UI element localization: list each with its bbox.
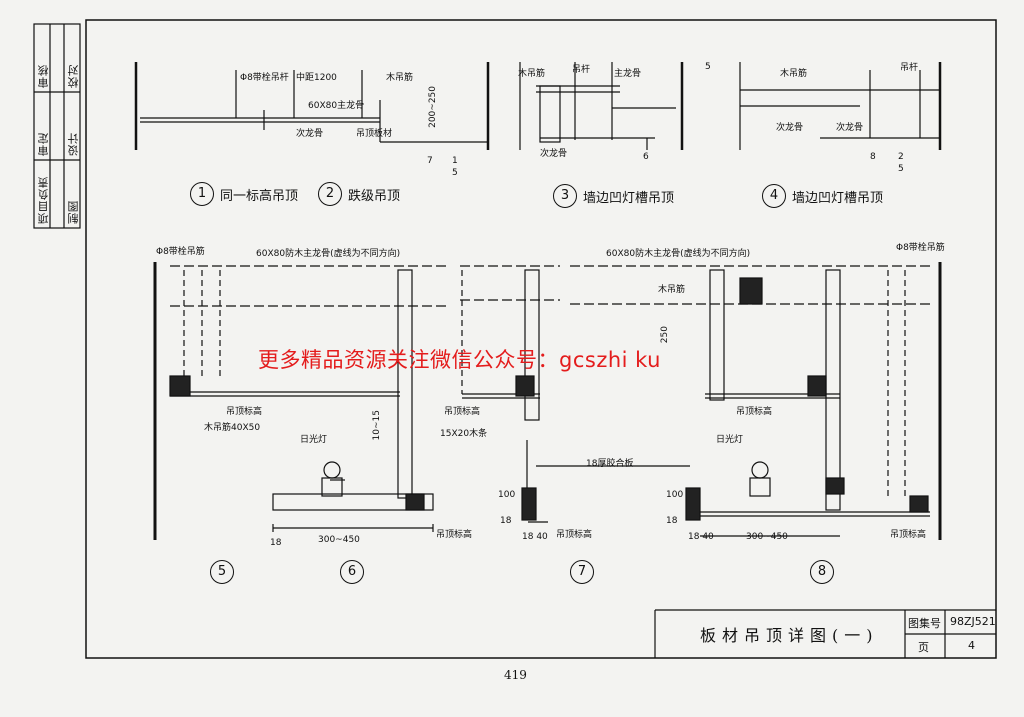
page-number: 419 [504,668,527,682]
role-label-1: 审核 [37,64,50,88]
label-main-keel: 60X80主龙骨 [308,101,365,111]
atlas-label: 图集号 [908,617,941,630]
page-value: 4 [968,639,975,652]
label-wood-hanger-4: 木吊筋 [780,69,808,79]
detail-number-1: 1 [190,182,214,206]
label-lamp-8: 日光灯 [716,435,744,445]
label-dim-18-7: 18 [500,516,512,526]
detail-number-8: 8 [810,560,834,584]
label-rod-8-left: Φ8带栓吊筋 [156,247,205,257]
role-label-3: 项目负责 [37,176,50,224]
label-plywood-18: 18厚胶合板 [586,459,634,469]
label-rod-8: Φ8带栓吊杆 [240,73,289,83]
label-dim-100-7: 100 [498,490,516,500]
label-rod-4: 吊杆 [900,63,919,73]
section-ref-8: 8 [870,152,876,162]
side-label-2: 设计 [67,132,80,156]
label-secondary-keel-4b: 次龙骨 [836,123,864,133]
label-wood-hanger-right: 木吊筋 [658,285,686,295]
label-dim-250: 250 [660,326,670,344]
label-lamp-6: 日光灯 [300,435,328,445]
label-rod-8-right: Φ8带栓吊筋 [896,243,945,253]
label-dim-300-450-8: 300~450 [746,532,788,542]
label-dim-200-250: 200~250 [428,86,438,128]
caption-detail-2: 跌级吊顶 [348,189,401,204]
label-secondary-keel-3: 次龙骨 [540,149,568,159]
label-main-keel-3: 主龙骨 [614,69,642,79]
label-ceiling-level-7: 吊顶标高 [444,407,481,417]
caption-detail-4: 墙边凹灯槽吊顶 [792,191,884,206]
label-dim-18-40-7: 18 40 [522,532,548,542]
label-dim-18-40-8: 18 40 [688,532,714,542]
section-ref-1: 1 [452,156,458,166]
label-secondary-keel: 次龙骨 [296,129,324,139]
label-ceiling-level-8a: 吊顶标高 [736,407,773,417]
label-dim-10-15: 10~15 [372,410,382,441]
detail-number-7: 7 [570,560,594,584]
atlas-value: 98ZJ521 [950,615,996,628]
label-wood-hanger-3: 木吊筋 [518,69,546,79]
section-ref-5a: 5 [452,168,458,178]
label-rod-3: 吊杆 [572,65,591,75]
caption-detail-3: 墙边凹灯槽吊顶 [583,191,675,206]
detail-number-5: 5 [210,560,234,584]
label-dim-18-8: 18 [666,516,678,526]
role-label-2: 审定 [37,132,50,156]
label-dim-300-450-6: 300~450 [318,535,360,545]
side-label-1: 校对 [67,64,80,88]
section-ref-5b: 5 [705,62,711,72]
label-strip-15x20: 15X20木条 [440,429,488,439]
label-dim-18-6: 18 [270,538,282,548]
label-spacing: 中距1200 [296,73,337,83]
section-ref-5c: 5 [898,164,904,174]
label-ceiling-board: 吊顶板材 [356,129,393,139]
label-ceiling-level-8b: 吊顶标高 [890,530,927,540]
section-ref-6: 6 [643,152,649,162]
detail-number-2: 2 [318,182,342,206]
label-ceiling-level-6: 吊顶标高 [436,530,473,540]
label-ceiling-level-7b: 吊顶标高 [556,530,593,540]
label-main-keel-left: 60X80防木主龙骨(虚线为不同方向) [256,249,401,259]
side-label-3: 制图 [67,200,80,224]
caption-detail-1: 同一标高吊顶 [220,189,299,204]
watermark-text: 更多精品资源关注微信公众号：gcszhi ku [258,348,661,372]
label-dim-100-8: 100 [666,490,684,500]
page-label: 页 [918,641,929,654]
label-main-keel-right: 60X80防木主龙骨(虚线为不同方向) [606,249,751,259]
detail-number-3: 3 [553,184,577,208]
drawing-title: 板材吊顶详图(一) [700,626,879,645]
section-ref-2: 2 [898,152,904,162]
label-ceiling-level-5: 吊顶标高 [226,407,263,417]
label-wood-hanger-40x50: 木吊筋40X50 [204,423,261,433]
label-wood-hanger: 木吊筋 [386,73,414,83]
detail-number-6: 6 [340,560,364,584]
section-ref-7: 7 [427,156,433,166]
detail-number-4: 4 [762,184,786,208]
label-secondary-keel-4a: 次龙骨 [776,123,804,133]
